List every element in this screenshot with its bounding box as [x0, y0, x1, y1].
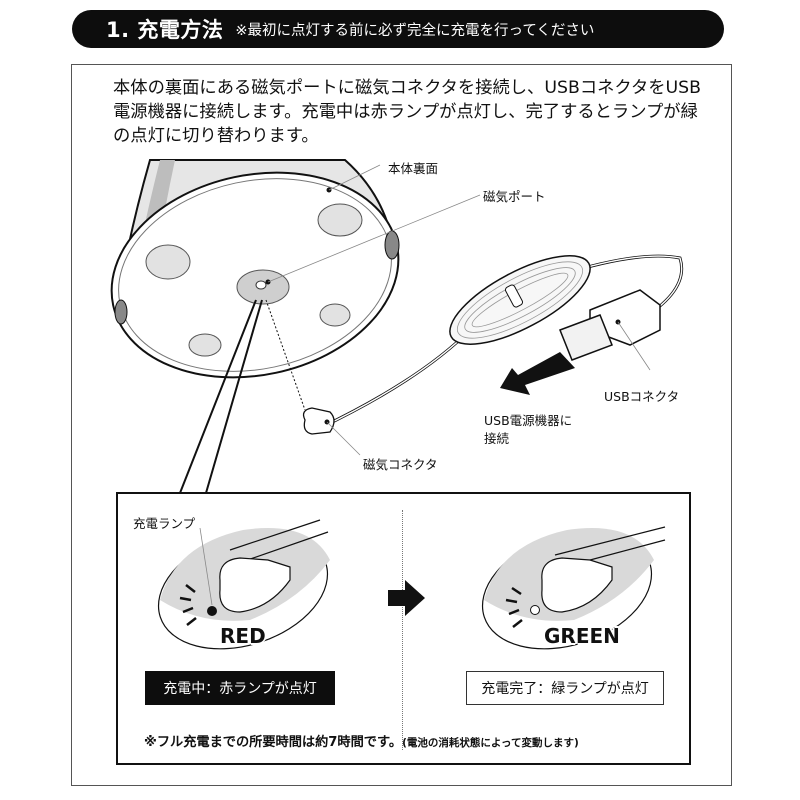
label-body-back: 本体裏面 [388, 161, 439, 176]
label-charge-lamp: 充電ランプ [133, 516, 196, 531]
cable-coil-illustration [449, 255, 591, 345]
right-arrow-icon [388, 580, 425, 616]
red-state-label: RED [220, 624, 266, 648]
section-note: ※最初に点灯する前に必ず完全に充電を行ってください [235, 22, 595, 39]
label-magnetic-port: 磁気ポート [483, 189, 546, 204]
charging-state-illustration [157, 519, 330, 650]
label-usb-power-line2: 接続 [484, 431, 510, 446]
device-body-illustration [110, 159, 400, 379]
complete-state-illustration [481, 526, 666, 650]
charge-time-main: ※フル充電までの所要時間は約7時間です。 [144, 735, 403, 750]
magnetic-connector-illustration [302, 407, 361, 456]
intro-text: 本体の裏面にある磁気ポートに磁気コネクタを接続し、USBコネクタをUSB電源機器… [113, 78, 702, 146]
down-left-arrow-icon [500, 352, 575, 395]
lamp-status-panel [116, 492, 691, 765]
section-title: 1. 充電方法 [106, 18, 224, 42]
usb-connector-illustration [559, 289, 661, 371]
label-usb-power-line1: USB電源機器に [484, 413, 573, 428]
charging-caption: 充電中：赤ランプが点灯 [145, 671, 335, 705]
green-state-label: GREEN [544, 624, 620, 648]
complete-caption: 充電完了：緑ランプが点灯 [466, 671, 664, 705]
charge-time-note: ※フル充電までの所要時間は約7時間です。(電池の消耗状態によって変動します) [144, 731, 579, 750]
panel-divider [402, 510, 403, 750]
section-header: 1. 充電方法 ※最初に点灯する前に必ず完全に充電を行ってください [72, 10, 724, 48]
charge-time-sub: (電池の消耗状態によって変動します) [402, 737, 579, 749]
label-usb-connector: USBコネクタ [604, 389, 680, 404]
label-magnetic-connector: 磁気コネクタ [363, 457, 438, 472]
